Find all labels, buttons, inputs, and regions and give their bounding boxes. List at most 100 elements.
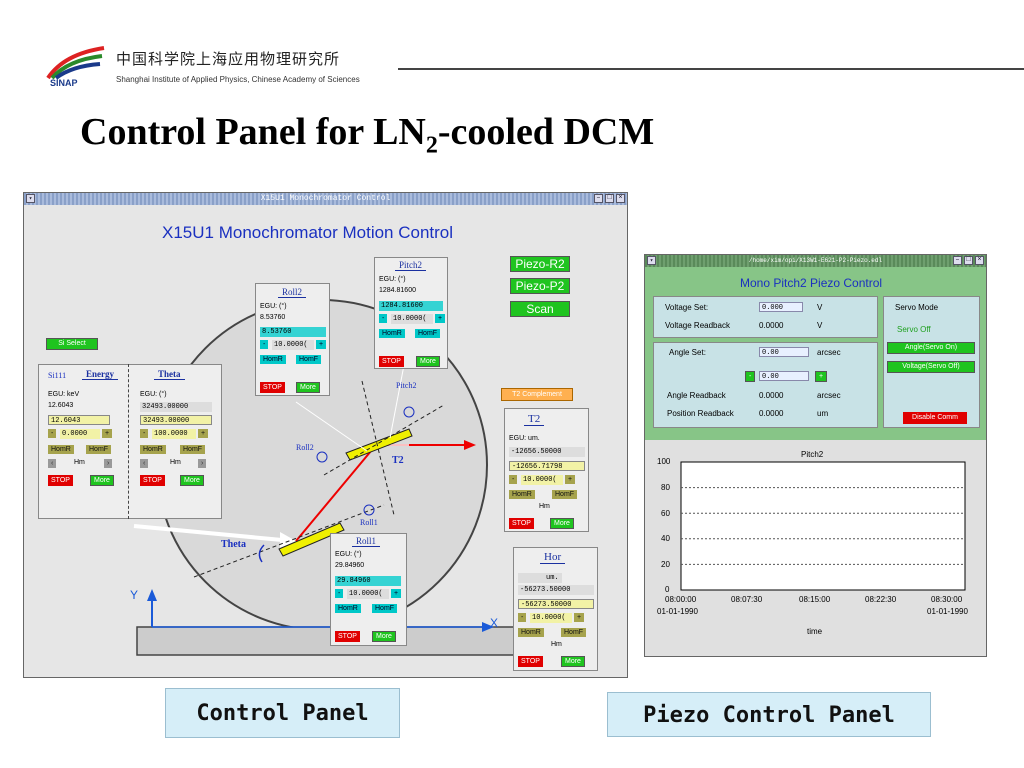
piezo-control-panel-caption: Piezo Control Panel — [607, 692, 931, 737]
t2-minus-button[interactable]: - — [509, 475, 518, 484]
disable-comm-button[interactable]: Disable Comm — [903, 412, 967, 424]
pitch2-stop-button[interactable]: STOP — [379, 356, 404, 367]
roll2-panel — [255, 283, 330, 396]
energy-stop-button[interactable]: STOP — [48, 475, 73, 486]
roll1-minus-button[interactable]: - — [335, 589, 344, 598]
hor-step-input[interactable]: 10.0000( — [530, 613, 572, 623]
energy-plus-button[interactable]: + — [102, 429, 113, 438]
theta-left-button[interactable]: ‹ — [140, 459, 149, 468]
window-title: X15U1 Monochromator Control — [260, 194, 391, 203]
window-menu-icon[interactable]: ▾ — [647, 256, 656, 265]
roll2-title: Roll2 — [278, 287, 307, 298]
energy-egu: EGU: keV — [48, 391, 80, 398]
t2-readback: -12656.50000 — [509, 447, 585, 457]
position-readback-value: 0.0000 — [759, 409, 784, 418]
energy-homf-button[interactable]: HomF — [86, 445, 112, 454]
theta-homf-button[interactable]: HomF — [180, 445, 206, 454]
angle-readback-unit: arcsec — [817, 391, 841, 400]
x-tick: 08:00:00 — [665, 595, 697, 604]
pitch2-plus-button[interactable]: + — [435, 314, 446, 323]
roll2-homf-button[interactable]: HomF — [296, 355, 322, 364]
theta-stop-button[interactable]: STOP — [140, 475, 165, 486]
angle-set-input[interactable]: 0.00 — [759, 347, 809, 357]
angle-readback-label: Angle Readback — [667, 391, 726, 400]
scan-button[interactable]: Scan — [510, 301, 570, 317]
roll2-step-input[interactable]: 10.0000( — [272, 340, 314, 350]
roll2-more-button[interactable]: More — [296, 382, 320, 393]
voltage-set-input[interactable]: 0.000 — [759, 302, 803, 312]
hor-stop-button[interactable]: STOP — [518, 656, 543, 667]
angle-decrement-button[interactable]: - — [745, 371, 756, 382]
si-select-button[interactable]: Si Select — [46, 338, 98, 350]
t2-hm-label: Hm — [539, 503, 550, 510]
voltage-readback-label: Voltage Readback — [665, 321, 730, 330]
theta-right-button[interactable]: › — [198, 459, 207, 468]
hor-homr-button[interactable]: HomR — [518, 628, 544, 637]
roll1-setpoint-input[interactable]: 29.84960 — [335, 576, 401, 586]
energy-setpoint-input[interactable]: 12.6043 — [48, 415, 110, 425]
x-tick: 08:15:00 — [799, 595, 831, 604]
pitch2-step-input[interactable]: 10.0000( — [391, 314, 433, 324]
roll2-plus-button[interactable]: + — [316, 340, 327, 349]
angle-increment-button[interactable]: + — [815, 371, 828, 382]
hor-plus-button[interactable]: + — [574, 613, 585, 622]
voltage-servo-off-button[interactable]: Voltage(Servo Off) — [887, 361, 975, 373]
roll1-homf-button[interactable]: HomF — [372, 604, 398, 613]
t2-step-input[interactable]: 10.0000( — [521, 475, 563, 485]
roll1-step-input[interactable]: 10.0000( — [347, 589, 389, 599]
energy-homr-button[interactable]: HomR — [48, 445, 74, 454]
roll2-stop-button[interactable]: STOP — [260, 382, 285, 393]
hor-homf-button[interactable]: HomF — [561, 628, 587, 637]
energy-right-button[interactable]: › — [104, 459, 113, 468]
roll1-more-button[interactable]: More — [372, 631, 396, 642]
pitch2-homr-button[interactable]: HomR — [379, 329, 405, 338]
roll2-minus-button[interactable]: - — [260, 340, 269, 349]
theta-more-button[interactable]: More — [180, 475, 204, 486]
minimize-icon[interactable]: ‒ — [594, 194, 603, 203]
t2-homr-button[interactable]: HomR — [509, 490, 535, 499]
roll1-stop-button[interactable]: STOP — [335, 631, 360, 642]
t2-complement-button[interactable]: T2 Complement — [501, 388, 573, 401]
pitch2-homf-button[interactable]: HomF — [415, 329, 441, 338]
angle-step-input[interactable]: 0.00 — [759, 371, 809, 381]
institute-name-en: Shanghai Institute of Applied Physics, C… — [116, 75, 360, 84]
maximize-icon[interactable]: □ — [605, 194, 614, 203]
energy-more-button[interactable]: More — [90, 475, 114, 486]
t2-stop-button[interactable]: STOP — [509, 518, 534, 529]
roll2-homr-button[interactable]: HomR — [260, 355, 286, 364]
energy-minus-button[interactable]: - — [48, 429, 57, 438]
theta-homr-button[interactable]: HomR — [140, 445, 166, 454]
roll1-homr-button[interactable]: HomR — [335, 604, 361, 613]
hor-minus-button[interactable]: - — [518, 613, 527, 622]
pitch2-setpoint-input[interactable]: 1284.81600 — [379, 301, 443, 311]
roll1-plus-button[interactable]: + — [391, 589, 402, 598]
maximize-icon[interactable]: □ — [964, 256, 973, 265]
energy-left-button[interactable]: ‹ — [48, 459, 57, 468]
pitch2-more-button[interactable]: More — [416, 356, 440, 367]
angle-servo-on-button[interactable]: Angle(Servo On) — [887, 342, 975, 354]
close-icon[interactable]: × — [616, 194, 625, 203]
theta-plus-button[interactable]: + — [198, 429, 209, 438]
window-menu-icon[interactable]: ▾ — [26, 194, 35, 203]
roll2-setpoint-input[interactable]: 8.53760 — [260, 327, 326, 337]
theta-step-input[interactable]: 100.0000 — [152, 429, 196, 439]
minimize-icon[interactable]: ‒ — [953, 256, 962, 265]
piezo-p2-button[interactable]: Piezo-P2 — [510, 278, 570, 294]
servo-status: Servo Off — [897, 325, 931, 334]
t2-homf-button[interactable]: HomF — [552, 490, 578, 499]
angle-set-label: Angle Set: — [669, 348, 706, 357]
theta-minus-button[interactable]: - — [140, 429, 149, 438]
window-title: /home/xim/opi/X13W1-E621-P2-Piezo.edl — [748, 257, 883, 264]
t2-more-button[interactable]: More — [550, 518, 574, 529]
theta-setpoint-input[interactable]: 32493.00000 — [140, 415, 212, 425]
t2-plus-button[interactable]: + — [565, 475, 576, 484]
t2-setpoint-input[interactable]: -12656.71798 — [509, 461, 585, 471]
close-icon[interactable]: × — [975, 256, 984, 265]
pitch2-minus-button[interactable]: - — [379, 314, 388, 323]
energy-theta-panel — [38, 364, 222, 519]
hor-more-button[interactable]: More — [561, 656, 585, 667]
x-tick: 08:22:30 — [865, 595, 897, 604]
piezo-r2-button[interactable]: Piezo-R2 — [510, 256, 570, 272]
energy-step-input[interactable]: 0.0000 — [60, 429, 100, 439]
hor-setpoint-input[interactable]: -56273.50000 — [518, 599, 594, 609]
